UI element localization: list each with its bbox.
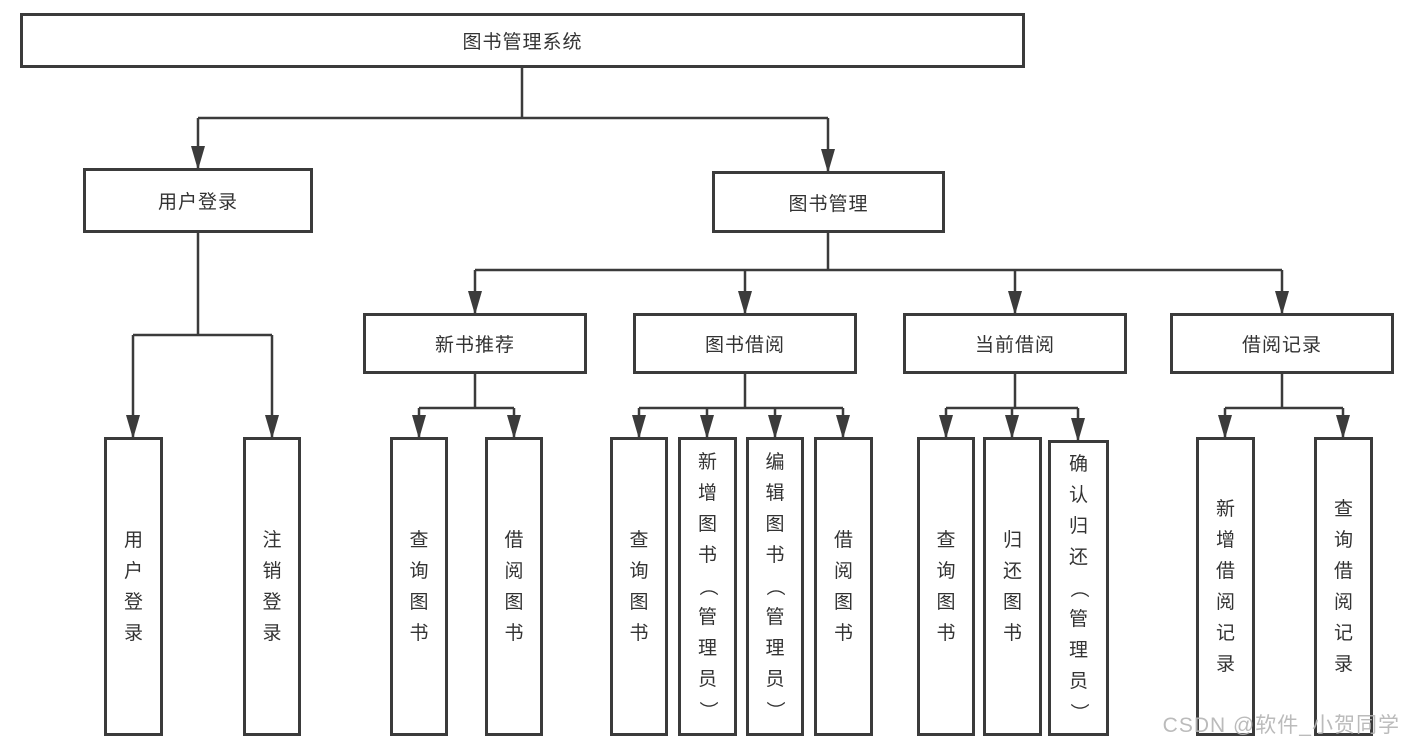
node-label: 借阅图书 — [504, 529, 524, 644]
node-label: 借阅图书 — [833, 529, 853, 644]
leaf-confirm-return-admin: 确认归还（管理员） — [1048, 440, 1109, 736]
node-label: 编辑图书（管理员） — [764, 452, 786, 721]
leaf-return-books: 归还图书 — [983, 437, 1042, 736]
node-label: 查询图书 — [936, 529, 956, 644]
node-label: 新增借阅记录 — [1215, 498, 1235, 675]
node-label: 图书借阅 — [704, 335, 785, 356]
leaf-user-login: 用户登录 — [104, 437, 163, 736]
node-label: 借阅记录 — [1241, 335, 1322, 356]
leaf-borrow-books-recommend: 借阅图书 — [485, 437, 543, 736]
node-library-management-system: 图书管理系统 — [20, 13, 1025, 68]
node-current-borrowing: 当前借阅 — [903, 313, 1127, 374]
node-label: 确认归还（管理员） — [1067, 453, 1089, 722]
node-label: 图书管理 — [788, 193, 869, 215]
node-label: 归还图书 — [1002, 529, 1022, 644]
node-label: 查询图书 — [409, 529, 429, 644]
arrow-drops — [126, 118, 1350, 442]
node-user-login: 用户登录 — [83, 168, 313, 233]
node-label: 注销登录 — [262, 529, 282, 644]
leaf-query-borrow-record: 查询借阅记录 — [1314, 437, 1373, 736]
watermark: CSDN @软件_小贺同学 — [1162, 714, 1400, 737]
leaf-edit-book-admin: 编辑图书（管理员） — [746, 437, 804, 736]
leaf-add-borrow-record: 新增借阅记录 — [1196, 437, 1255, 736]
connector-skeleton — [133, 68, 1343, 410]
node-book-management: 图书管理 — [712, 171, 945, 233]
node-label: 图书管理系统 — [462, 32, 583, 53]
leaf-query-books-current: 查询图书 — [917, 437, 975, 736]
node-label: 查询图书 — [629, 529, 649, 644]
node-label: 新增图书（管理员） — [696, 452, 718, 721]
node-new-book-recommendation: 新书推荐 — [363, 313, 587, 374]
node-book-borrowing: 图书借阅 — [633, 313, 857, 374]
node-label: 用户登录 — [157, 192, 238, 213]
leaf-add-book-admin: 新增图书（管理员） — [678, 437, 737, 736]
node-label: 查询借阅记录 — [1333, 498, 1353, 675]
node-label: 新书推荐 — [434, 335, 515, 356]
leaf-query-books-recommend: 查询图书 — [390, 437, 448, 736]
node-label: 当前借阅 — [974, 335, 1055, 356]
node-borrowing-records: 借阅记录 — [1170, 313, 1394, 374]
node-label: 用户登录 — [123, 529, 143, 644]
leaf-borrow-books: 借阅图书 — [814, 437, 873, 736]
leaf-query-books-borrowing: 查询图书 — [610, 437, 668, 736]
leaf-logout: 注销登录 — [243, 437, 301, 736]
